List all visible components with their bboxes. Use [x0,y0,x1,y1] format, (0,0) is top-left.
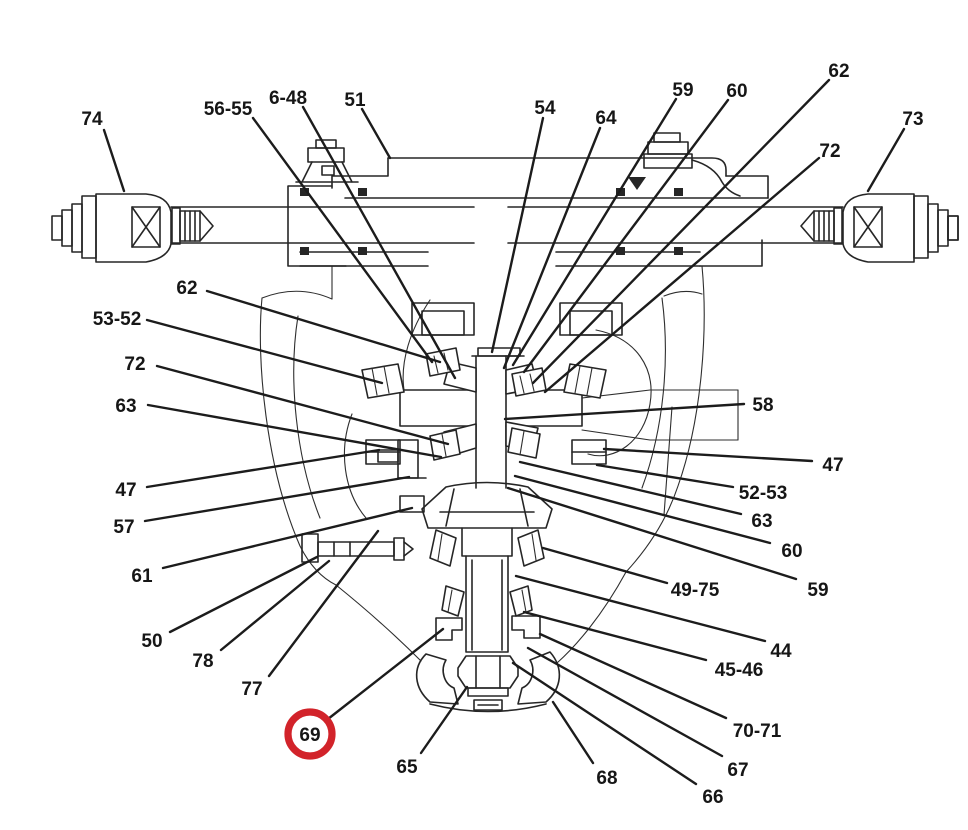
part-label-58[interactable]: 58 [752,395,773,416]
part-label-56-55[interactable]: 56-55 [204,99,253,120]
part-label-60-right[interactable]: 60 [781,541,802,562]
leader-line-72-top [543,156,821,394]
housing-seals [300,177,683,255]
leader-line-65 [419,685,469,755]
leader-line-69 [326,627,445,721]
leader-line-60-right [513,474,772,545]
part-label-47-right[interactable]: 47 [822,455,843,476]
part-label-68[interactable]: 68 [596,768,617,789]
leader-line-61 [161,506,414,570]
leader-line-44 [514,574,767,643]
part-label-60-top[interactable]: 60 [726,81,747,102]
leader-line-66 [511,661,698,786]
leader-line-64 [502,126,602,370]
part-label-78[interactable]: 78 [192,651,213,672]
part-label-67[interactable]: 67 [727,760,748,781]
part-label-72-top[interactable]: 72 [819,141,840,162]
leader-line-73 [866,127,906,193]
leader-line-47-right [602,447,814,463]
leader-line-49-75 [541,546,669,585]
part-label-6-48[interactable]: 6-48 [269,88,307,109]
part-label-70-71[interactable]: 70-71 [733,721,782,742]
axle-housing [287,132,769,336]
leader-line-72-left [155,364,450,446]
part-label-47-left[interactable]: 47 [115,480,136,501]
differential-casting [259,265,739,664]
right-axle-boot [800,193,959,263]
leader-line-58 [503,402,746,421]
part-label-62-left[interactable]: 62 [176,278,197,299]
leader-line-77 [267,529,380,678]
part-label-44[interactable]: 44 [770,641,792,662]
part-label-52-53[interactable]: 52-53 [739,483,788,504]
part-label-77[interactable]: 77 [241,679,262,700]
part-label-51[interactable]: 51 [344,90,366,111]
leader-line-78 [219,559,331,652]
part-label-59-top[interactable]: 59 [672,80,693,101]
leader-line-45-46 [522,610,708,662]
part-label-45-46[interactable]: 45-46 [715,660,764,681]
part-label-49-75[interactable]: 49-75 [671,580,720,601]
leader-line-50 [168,555,319,634]
part-label-63-right[interactable]: 63 [751,511,772,532]
part-label-57[interactable]: 57 [113,517,134,538]
leader-line-67 [526,646,724,758]
part-label-65[interactable]: 65 [396,757,418,778]
leader-line-63-right [518,460,743,516]
leader-line-59-right [506,486,798,581]
part-label-74[interactable]: 74 [81,109,103,130]
leader-line-47-left [145,448,381,489]
leader-line-59-top [511,97,678,367]
leader-line-62-left [205,289,442,364]
part-label-72-left[interactable]: 72 [124,354,145,375]
part-label-61[interactable]: 61 [131,566,153,587]
part-label-69[interactable]: 69 [299,725,320,746]
leader-line-70-71 [538,632,728,720]
part-label-59-right[interactable]: 59 [807,580,828,601]
leader-line-63-left [146,403,443,459]
part-label-53-52[interactable]: 53-52 [93,309,142,330]
leader-line-57 [143,475,411,523]
leader-line-68 [551,700,595,765]
leader-line-53-52 [145,318,384,385]
part-label-50[interactable]: 50 [141,631,162,652]
spindle-assembly [301,481,561,713]
leader-line-60-top [522,98,730,374]
highlight-circle [284,708,336,760]
part-label-63-left[interactable]: 63 [115,396,136,417]
part-label-62-top[interactable]: 62 [828,61,849,82]
part-label-66[interactable]: 66 [702,787,723,808]
axle-shaft [170,206,844,244]
leader-line-74 [102,128,126,193]
leader-line-62-top [531,78,831,385]
part-label-54[interactable]: 54 [534,98,556,119]
part-label-64[interactable]: 64 [595,108,617,129]
leader-line-6-48 [301,105,457,380]
left-axle-boot [51,193,214,263]
exploded-drawing [51,132,959,713]
leader-line-51 [360,107,392,160]
part-label-73[interactable]: 73 [902,109,923,130]
leader-line-54 [490,116,545,354]
leader-line-56-55 [251,116,434,364]
leader-line-52-53 [595,463,735,489]
